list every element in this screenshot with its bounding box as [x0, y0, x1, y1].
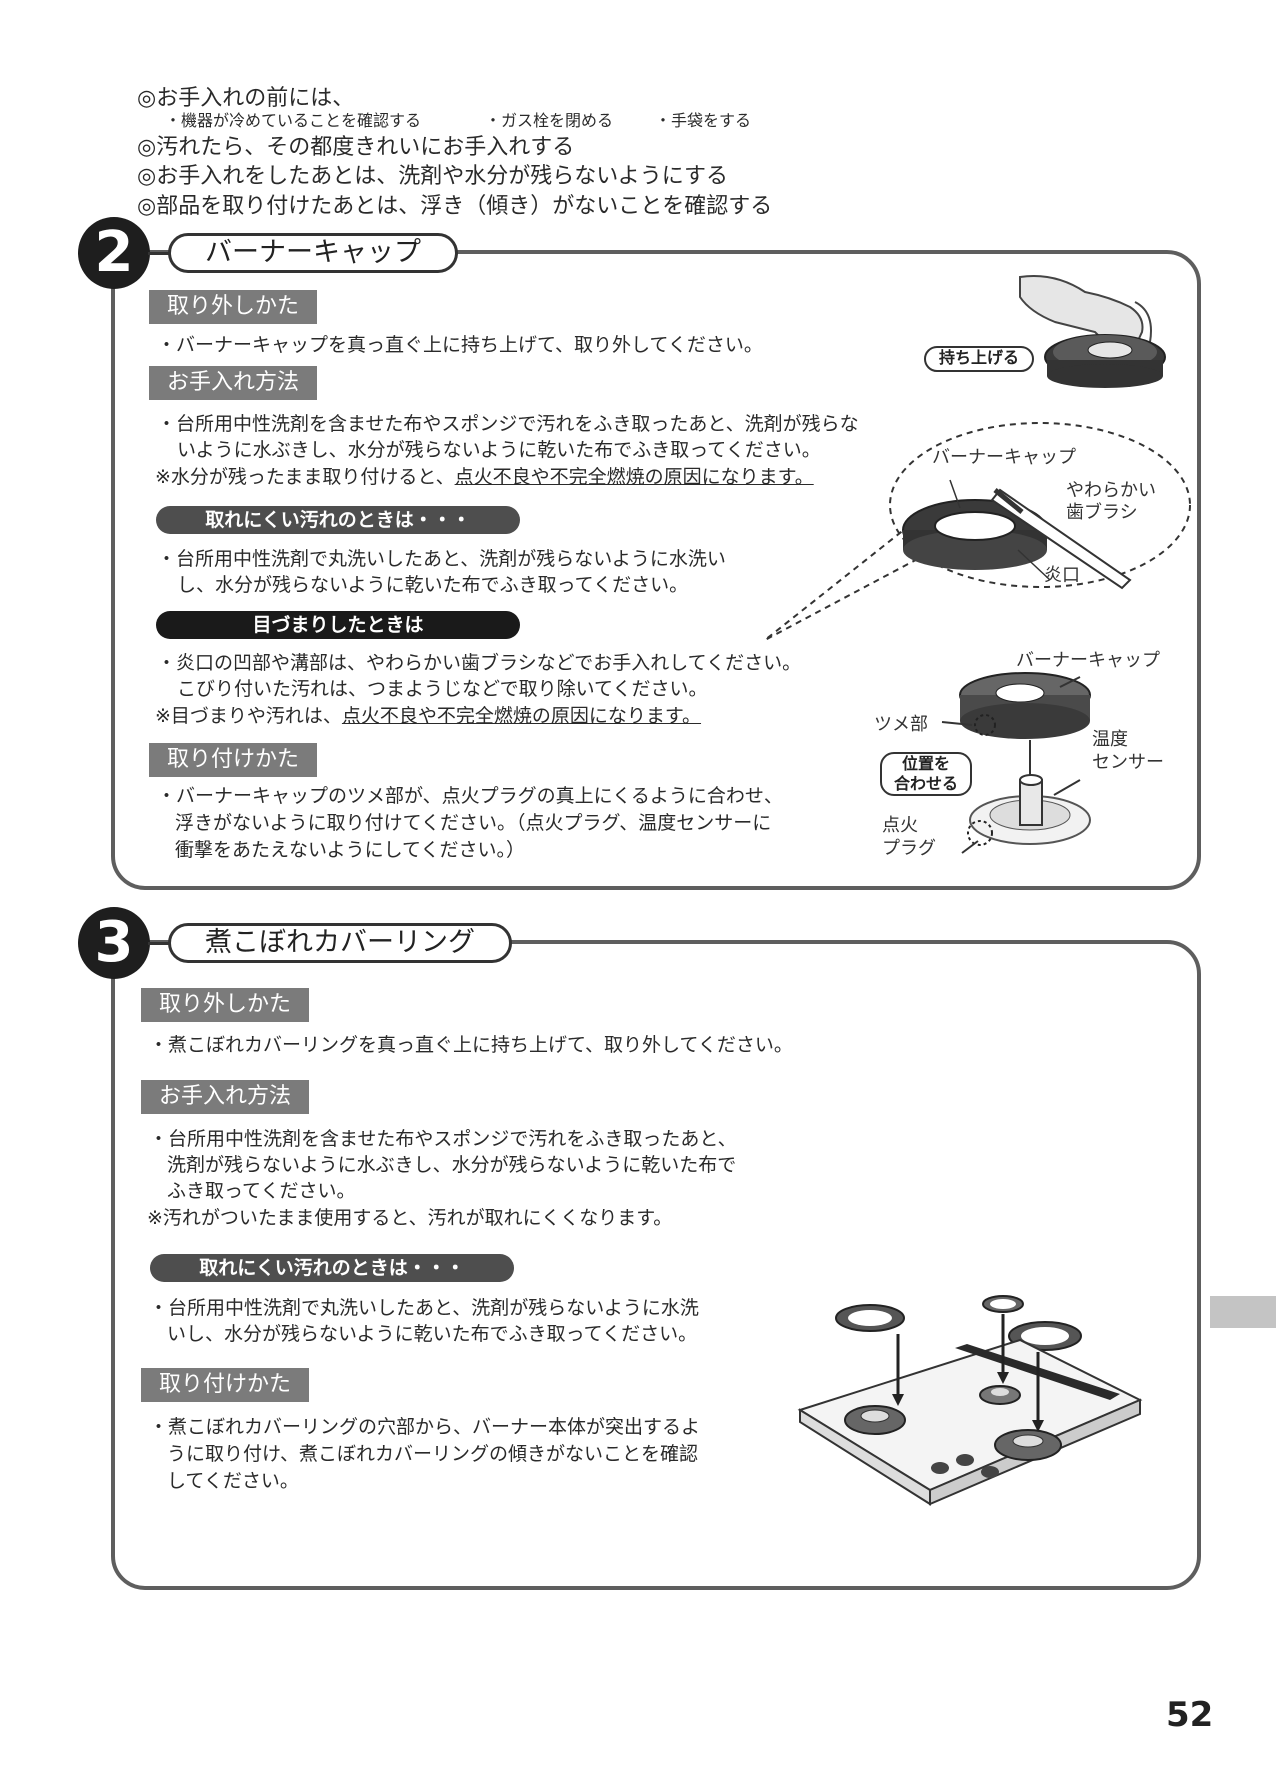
- install-burner-cap-label: バーナーキャップ: [1016, 650, 1160, 671]
- section-3-care-note: ※汚れがついたまま使用すると、汚れが取れにくくなります。: [147, 1207, 673, 1229]
- section-3-connector: [148, 942, 173, 945]
- section-2-hard-stain-heading: 取れにくい汚れのときは・・・: [156, 506, 520, 534]
- section-2-connector: [148, 252, 173, 255]
- page-number: 52: [1166, 1695, 1214, 1735]
- tab-part-label: ツメ部: [874, 714, 928, 735]
- brush-detail-bubble: [764, 422, 1191, 641]
- section-2-clog-line-1: ・炎口の凹部や溝部は、やわらかい歯ブラシなどでお手入れしてください。: [157, 652, 802, 674]
- section-3-hard-line-1: ・台所用中性洗剤で丸洗いしたあと、洗剤が残らないように水洗: [149, 1297, 699, 1319]
- ignition-plug-label-1: 点火: [882, 815, 918, 836]
- section-2-clog-line-2: こびり付いた汚れは、つまようじなどで取り除いてください。: [177, 678, 708, 700]
- section-3-care-heading: お手入れ方法: [141, 1080, 310, 1114]
- section-3-care-line-1: ・台所用中性洗剤を含ませた布やスポンジで汚れをふき取ったあと、: [149, 1128, 737, 1150]
- section-2-care-line-1: ・台所用中性洗剤を含ませた布やスポンジで汚れをふき取ったあと、洗剤が残らな: [157, 413, 859, 435]
- section-2-care-line-2: いように水ぶきし、水分が残らないように乾いた布でふき取ってください。: [177, 439, 821, 461]
- align-callout: 位置を合わせる: [880, 752, 972, 796]
- bubble-burner-cap-label: バーナーキャップ: [932, 447, 1076, 468]
- section-2-care-note: ※水分が残ったまま取り付けると、点火不良や不完全燃焼の原因になります。: [155, 466, 814, 488]
- section-2-title: バーナーキャップ: [168, 233, 458, 273]
- section-2-hard-line-2: し、水分が残らないように乾いた布でふき取ってください。: [177, 574, 689, 596]
- side-index-tab: [1210, 1296, 1276, 1328]
- section-3-install-line-3: してください。: [167, 1470, 299, 1492]
- intro-sub-1: ・機器が冷めていることを確認する: [165, 111, 422, 130]
- lift-callout: 持ち上げる: [924, 346, 1034, 372]
- section-3-remove-heading: 取り外しかた: [141, 988, 310, 1022]
- intro-sub-2: ・ガス栓を閉める: [485, 111, 614, 130]
- cooktop-ring-illustration: [797, 1295, 1143, 1506]
- section-2-install-heading: 取り付けかた: [149, 743, 318, 777]
- lift-burner-cap-illustration: [1019, 275, 1166, 388]
- bubble-flame-port-label: 炎口: [1044, 565, 1080, 586]
- section-3-care-line-2: 洗剤が残らないように水ぶきし、水分が残らないように乾いた布で: [167, 1154, 737, 1176]
- section-2-remove-heading: 取り外しかた: [149, 290, 318, 324]
- intro-line-1: ◎お手入れの前には、: [137, 86, 355, 111]
- section-3-title: 煮こぼれカバーリング: [168, 923, 512, 963]
- section-3-number: 3: [78, 907, 150, 979]
- section-2-clog-heading: 目づまりしたときは: [156, 611, 520, 639]
- intro-sub-3: ・手袋をする: [655, 111, 752, 130]
- section-3-hard-line-2: いし、水分が残らないように乾いた布でふき取ってください。: [167, 1323, 698, 1345]
- section-3-care-line-3: ふき取ってください。: [167, 1180, 356, 1202]
- section-2-install-line-1: ・バーナーキャップのツメ部が、点火プラグの真上にくるように合わせ、: [157, 785, 783, 807]
- section-2-care-heading: お手入れ方法: [149, 366, 318, 400]
- section-2-number: 2: [78, 217, 150, 289]
- section-2-clog-note: ※目づまりや汚れは、点火不良や不完全燃焼の原因になります。: [155, 705, 702, 727]
- section-2-remove-text: ・バーナーキャップを真っ直ぐ上に持ち上げて、取り外してください。: [157, 334, 763, 356]
- ignition-plug-label-2: プラグ: [882, 838, 936, 859]
- bubble-brush-label-2: 歯ブラシ: [1066, 502, 1138, 523]
- temp-sensor-label-2: センサー: [1092, 752, 1164, 773]
- section-3-install-heading: 取り付けかた: [141, 1368, 310, 1402]
- intro-line-2: ◎汚れたら、その都度きれいにお手入れする: [137, 135, 575, 160]
- temp-sensor-label-1: 温度: [1092, 729, 1128, 750]
- bubble-brush-label-1: やわらかい: [1066, 480, 1156, 501]
- section-3-remove-text: ・煮こぼれカバーリングを真っ直ぐ上に持ち上げて、取り外してください。: [149, 1034, 793, 1056]
- intro-line-3: ◎お手入れをしたあとは、洗剤や水分が残らないようにする: [137, 164, 728, 189]
- section-2-hard-line-1: ・台所用中性洗剤で丸洗いしたあと、洗剤が残らないように水洗い: [157, 548, 726, 570]
- section-2-install-line-2: 浮きがないように取り付けてください。（点火プラグ、温度センサーに: [175, 812, 772, 834]
- section-3-install-line-2: うに取り付け、煮こぼれカバーリングの傾きがないことを確認: [167, 1443, 699, 1465]
- section-3-hard-stain-heading: 取れにくい汚れのときは・・・: [150, 1254, 514, 1282]
- burner-cap-install-illustration: [941, 672, 1091, 854]
- section-3-install-line-1: ・煮こぼれカバーリングの穴部から、バーナー本体が突出するよ: [149, 1416, 701, 1438]
- section-2-install-line-3: 衝撃をあたえないようにしてください。）: [175, 839, 525, 861]
- intro-line-4: ◎部品を取り付けたあとは、浮き（傾き）がないことを確認する: [137, 194, 773, 219]
